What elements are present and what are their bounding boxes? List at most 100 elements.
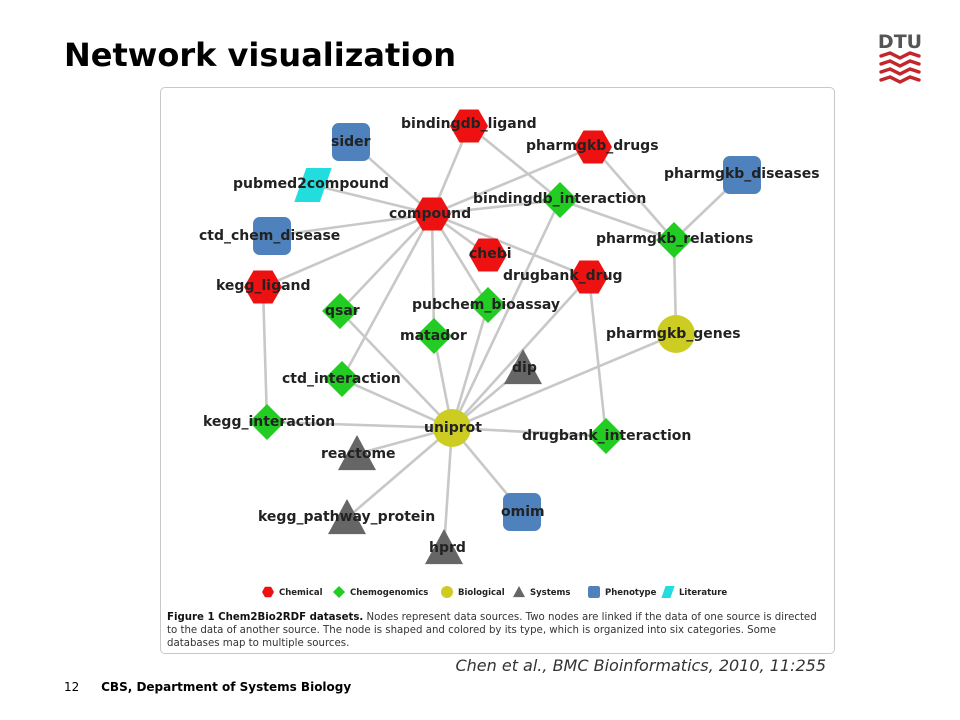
edge-drugbank_drug-drugbank_interaction [587, 276, 608, 437]
node-kegg_pathway_protein [328, 499, 366, 535]
legend-chemogenomics-label: Chemogenomics [350, 588, 428, 598]
dtu-logo-wave [879, 67, 921, 76]
node-dip [504, 349, 542, 385]
edge-compound-kegg_ligand [262, 212, 433, 289]
edge-compound-qsar [339, 213, 433, 312]
legend-systems-icon [513, 586, 525, 598]
node-chebi [469, 238, 507, 272]
edge-compound-pharmgkb_drugs [431, 145, 594, 216]
legend-phenotype-icon [588, 586, 600, 598]
dtu-logo-text: DTU [878, 31, 922, 53]
node-hprd [425, 529, 463, 565]
edge-compound-ctd_chem_disease [271, 212, 433, 238]
node-bindingdb_ligand [450, 109, 488, 143]
edge-uniprot-pharmgkb_genes [451, 332, 677, 430]
edge-uniprot-qsar [339, 310, 453, 429]
edge-uniprot-kegg_interaction [266, 420, 453, 430]
legend: Chemical Chemogenomics Biological Systems Ph… [262, 586, 727, 598]
node-label-chebi: chebi [469, 246, 512, 262]
node-label-pharmgkb_relations: pharmgkb_relations [596, 231, 753, 247]
node-pharmgkb_relations [656, 222, 692, 258]
node-pharmgkb_drugs [574, 130, 612, 164]
edge-bindingdb_interaction-pharmgkb_relations [559, 198, 675, 242]
node-omim [503, 493, 541, 531]
department: CBS, Department of Systems Biology [101, 680, 352, 694]
node-label-drugbank_drug: drugbank_drug [503, 268, 623, 284]
node-drugbank_interaction [588, 418, 624, 454]
node-pharmgkb_diseases [723, 156, 761, 194]
legend-chemical-label: Chemical [279, 588, 323, 598]
slide-title: Network visualization [64, 36, 456, 74]
node-label-ctd_chem_disease: ctd_chem_disease [199, 228, 340, 244]
node-label-qsar: qsar [325, 303, 360, 319]
node-label-hprd: hprd [429, 540, 466, 556]
legend-literature-label: Literature [679, 588, 727, 598]
edge-compound-pubmed2compound [312, 183, 433, 216]
edge-uniprot-pubchem_bioassay [450, 304, 490, 429]
edge-uniprot-ctd_interaction [341, 377, 453, 430]
caption-text: Nodes represent data sources. Two nodes … [167, 612, 817, 649]
node-sider [332, 123, 370, 161]
node-ctd_chem_disease [253, 217, 291, 255]
node-pubchem_bioassay [470, 287, 506, 323]
node-qsar [322, 293, 358, 329]
legend-systems-label: Systems [530, 588, 570, 598]
page-number: 12 [64, 680, 80, 694]
edge-uniprot-hprd [442, 427, 454, 549]
node-label-bindingdb_ligand: bindingdb_ligand [401, 116, 537, 132]
dtu-logo-wave [879, 75, 921, 84]
node-kegg_ligand [244, 270, 282, 304]
node-bindingdb_interaction [542, 182, 578, 218]
edge-compound-bindingdb_interaction [431, 198, 561, 216]
edge-uniprot-bindingdb_interaction [450, 199, 562, 429]
node-label-kegg_interaction: kegg_interaction [203, 414, 335, 430]
node-label-sider: sider [331, 134, 371, 150]
node-label-pharmgkb_diseases: pharmgkb_diseases [664, 166, 820, 182]
edge-uniprot-drugbank_drug [451, 276, 590, 429]
legend-chemical-icon [262, 586, 274, 598]
node-label-ctd_interaction: ctd_interaction [282, 371, 401, 387]
node-label-pubchem_bioassay: pubchem_bioassay [412, 297, 560, 313]
node-uniprot [433, 409, 471, 447]
edge-uniprot-drugbank_interaction [451, 426, 607, 438]
edge-uniprot-kegg_pathway_protein [346, 427, 453, 519]
citation: Chen et al., BMC Bioinformatics, 2010, 1… [455, 656, 826, 675]
node-label-reactome: reactome [321, 446, 396, 462]
legend-biological-icon [441, 586, 453, 598]
node-drugbank_drug [570, 260, 608, 294]
edge-compound-matador [430, 213, 436, 337]
node-kegg_interaction [249, 404, 285, 440]
legend-literature-icon [661, 586, 675, 598]
figure-caption: Figure 1 Chem2Bio2RDF datasets. Nodes re… [167, 611, 829, 650]
footer: 12 CBS, Department of Systems Biology [64, 680, 351, 694]
node-label-dip: dip [512, 360, 537, 376]
dtu-logo: DTU [878, 31, 922, 84]
node-label-pharmgkb_drugs: pharmgkb_drugs [526, 138, 659, 154]
node-label-bindingdb_interaction: bindingdb_interaction [473, 191, 646, 207]
node-matador [416, 318, 452, 354]
node-label-drugbank_interaction: drugbank_interaction [522, 428, 691, 444]
node-reactome [338, 435, 376, 471]
legend-biological-label: Biological [458, 588, 505, 598]
node-label-pubmed2compound: pubmed2compound [233, 176, 389, 192]
node-label-omim: omim [501, 504, 545, 520]
caption-label: Figure 1 Chem2Bio2RDF datasets. [167, 612, 364, 623]
edge-bindingdb_ligand-bindingdb_interaction [468, 124, 561, 202]
node-ctd_interaction [324, 361, 360, 397]
edge-kegg_ligand-kegg_interaction [261, 286, 269, 423]
edge-compound-ctd_interaction [340, 213, 434, 380]
node-label-matador: matador [400, 328, 467, 344]
node-label-pharmgkb_genes: pharmgkb_genes [606, 326, 741, 342]
edge-compound-drugbank_drug [431, 212, 590, 279]
dtu-logo-wave [879, 51, 921, 60]
node-label-kegg_pathway_protein: kegg_pathway_protein [258, 509, 435, 525]
node-label-kegg_ligand: kegg_ligand [216, 278, 311, 294]
node-pharmgkb_genes [657, 315, 695, 353]
legend-phenotype-label: Phenotype [605, 588, 657, 598]
node-pubmed2compound [294, 168, 332, 202]
node-label-uniprot: uniprot [424, 420, 482, 436]
dtu-logo-wave [879, 59, 921, 68]
legend-chemogenomics-icon [333, 586, 345, 598]
